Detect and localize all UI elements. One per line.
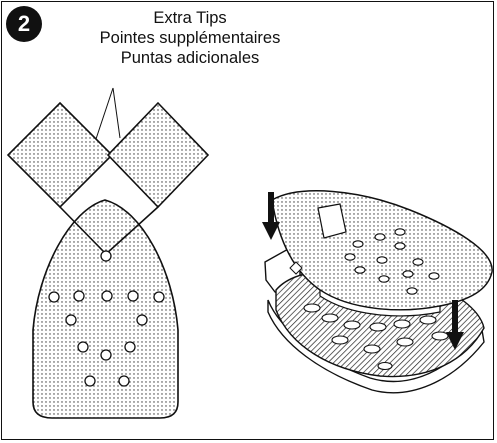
pad-dust-holes [48,250,165,387]
diamond-tip-icon [6,101,210,256]
extra-tips-caption: Extra Tips Pointes supplémentaires Punta… [0,8,380,68]
caption-spanish: Puntas adicionales [120,49,260,67]
step-number-badge: 2 [6,6,42,42]
detail-sander-pad-icon [32,199,179,419]
caption-english: Extra Tips [153,9,227,27]
press-down-arrow-icons [262,192,464,350]
pad-attachment-icon [264,190,493,394]
caption-pointer-lines [94,87,121,143]
caption-french: Pointes supplémentaires [99,29,281,47]
